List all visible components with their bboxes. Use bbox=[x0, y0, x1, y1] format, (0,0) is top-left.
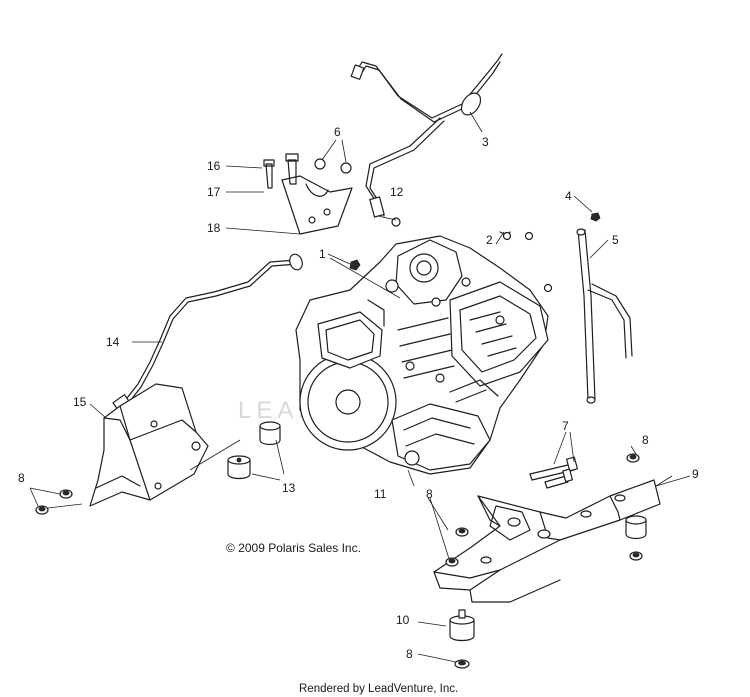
callout-17: 17 bbox=[207, 185, 221, 199]
callout-labels: 1 2 3 4 5 6 7 8 8 8 8 9 10 11 12 13 14 1… bbox=[18, 125, 699, 661]
callout-15: 15 bbox=[73, 395, 87, 409]
engine-assembly bbox=[295, 235, 549, 475]
callout-8-left: 8 bbox=[18, 471, 25, 485]
callout-11: 11 bbox=[374, 487, 387, 501]
bottom-mount bbox=[449, 609, 475, 669]
leader-lines bbox=[29, 111, 691, 663]
callout-9: 9 bbox=[692, 467, 699, 481]
support-rod bbox=[576, 228, 633, 404]
left-nuts bbox=[35, 489, 73, 515]
engine-cradle bbox=[433, 453, 661, 603]
callout-13: 13 bbox=[282, 481, 296, 495]
footer-credit: Rendered by LeadVenture, Inc. bbox=[299, 683, 458, 695]
small-fasteners bbox=[349, 212, 601, 293]
callout-12: 12 bbox=[390, 185, 404, 199]
callout-18: 18 bbox=[207, 221, 221, 235]
callout-2: 2 bbox=[486, 233, 493, 247]
callout-5: 5 bbox=[612, 233, 619, 247]
rubber-mounts bbox=[227, 421, 281, 480]
callout-10: 10 bbox=[396, 613, 410, 627]
cradle-nuts bbox=[445, 527, 469, 567]
callout-7: 7 bbox=[562, 419, 569, 433]
callout-6: 6 bbox=[334, 125, 341, 139]
upper-bracket bbox=[263, 153, 353, 235]
left-mount-bracket bbox=[89, 383, 209, 507]
callout-1: 1 bbox=[319, 247, 326, 261]
callout-4: 4 bbox=[565, 189, 572, 203]
callout-8-center: 8 bbox=[426, 487, 433, 501]
callout-14: 14 bbox=[106, 335, 120, 349]
copyright-notice: © 2009 Polaris Sales Inc. bbox=[226, 541, 361, 555]
long-bolts bbox=[529, 456, 579, 489]
callout-8-right: 8 bbox=[642, 433, 649, 447]
sensor-cable bbox=[112, 253, 303, 411]
callout-16: 16 bbox=[207, 159, 221, 173]
callout-3: 3 bbox=[482, 135, 489, 149]
callout-8-bottom: 8 bbox=[406, 647, 413, 661]
breather-hose bbox=[350, 53, 503, 218]
